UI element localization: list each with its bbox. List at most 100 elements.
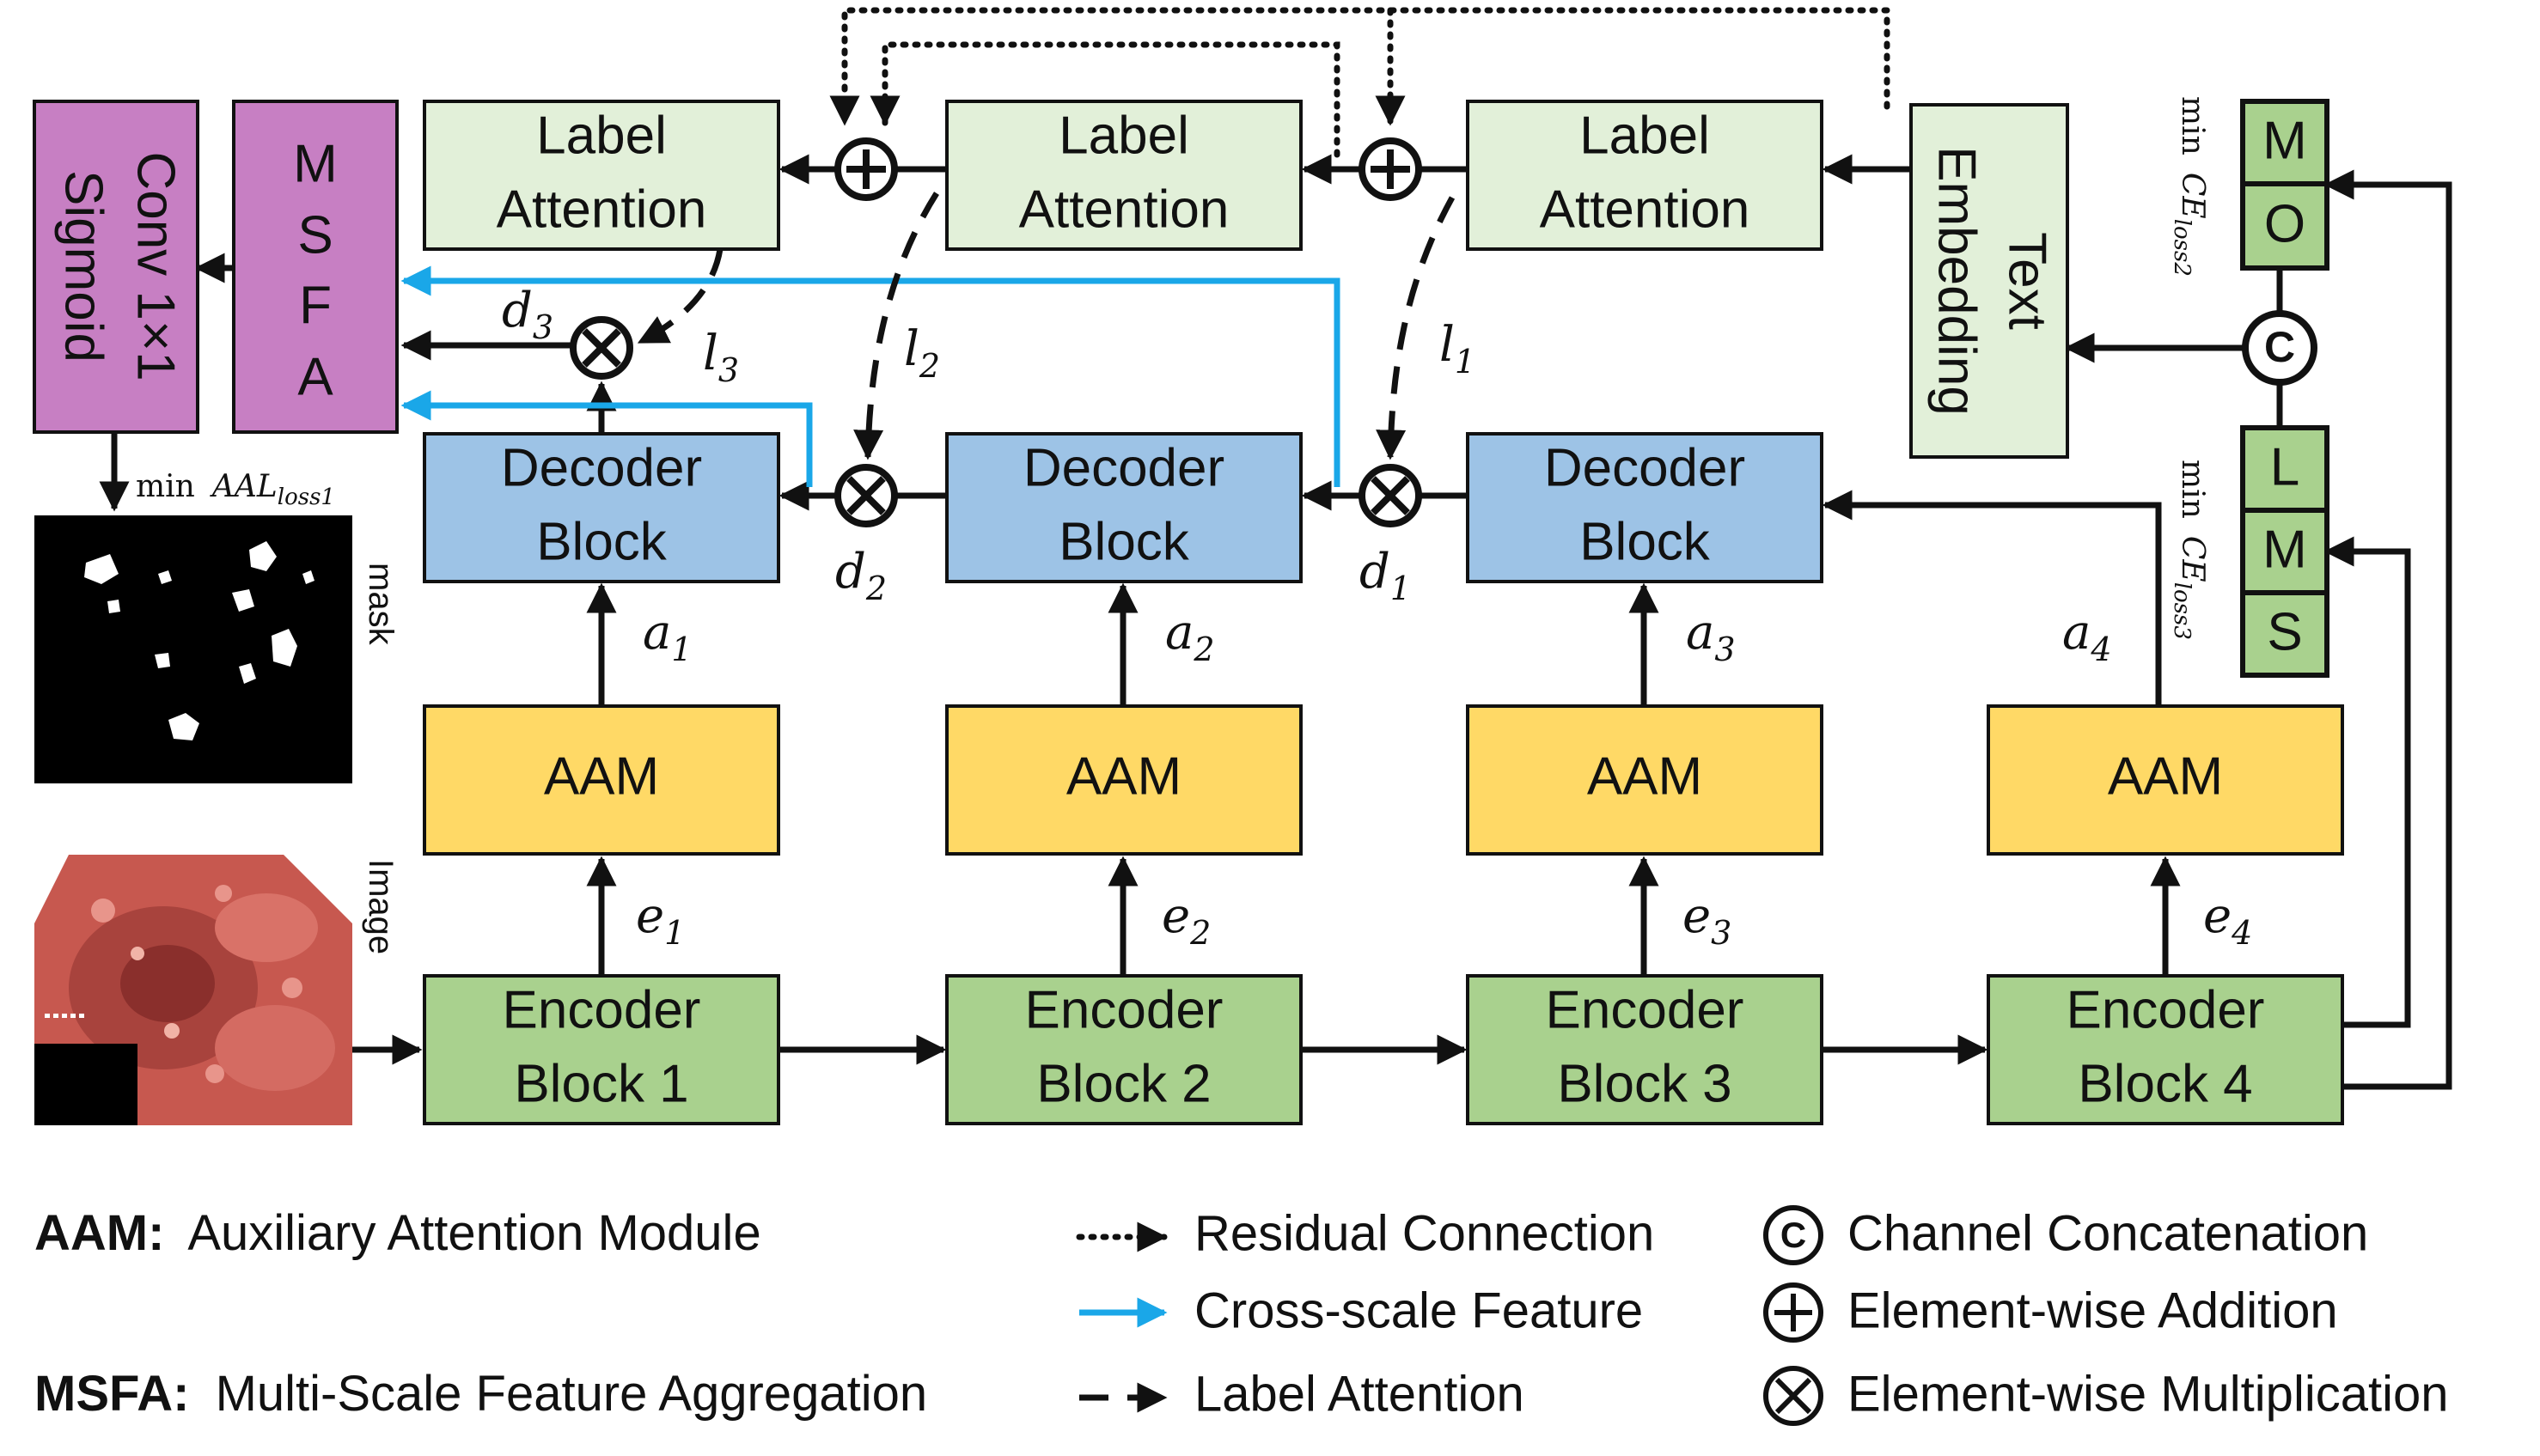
variable-labels: e1 e2 e3 e4 a1 a2 a3 a4 d1 d2 d3 l1 l2 l… (136, 96, 2252, 952)
svg-text:Conv 1×1: Conv 1×1 (126, 151, 186, 381)
legend-concat: Channel Concatenation (1847, 1205, 2368, 1261)
endoscopy-image: Image (34, 855, 400, 1125)
svg-text:L: L (2270, 437, 2299, 497)
legend-msfa-desc: Multi-Scale Feature Aggregation (216, 1366, 928, 1422)
decoder-block-2: Decoder Block (945, 432, 1303, 583)
svg-text:l3: l3 (703, 326, 739, 389)
legend-aam-desc: Auxiliary Attention Module (187, 1205, 760, 1261)
svg-text:M: M (2262, 111, 2307, 170)
label-attention-block-3: Label Attention (1466, 100, 1823, 251)
svg-text:Encoder: Encoder (1025, 980, 1224, 1039)
svg-text:AAM: AAM (1066, 746, 1181, 806)
legend-multiplication-icon (1763, 1366, 1823, 1426)
arrow-enc4-mo (2323, 169, 2452, 1090)
image-label: Image (362, 859, 400, 954)
legend-concatenation-icon: C (1763, 1205, 1823, 1265)
svg-text:M: M (293, 134, 338, 193)
residual-inner (870, 41, 1340, 158)
svg-text:min CEloss3: min CEloss3 (2169, 460, 2211, 640)
mo-stack: M O (2240, 99, 2329, 271)
svg-text:d3: d3 (502, 283, 553, 346)
connectors (99, 154, 2452, 1090)
svg-text:Attention: Attention (1540, 180, 1750, 239)
legend-residual: Residual Connection (1194, 1205, 1654, 1261)
legend-msfa-key: MSFA: (34, 1366, 189, 1422)
svg-text:a2: a2 (1165, 605, 1215, 668)
addition-icon (834, 137, 898, 201)
svg-text:Block 1: Block 1 (514, 1054, 688, 1113)
svg-text:Encoder: Encoder (1546, 980, 1744, 1039)
legend-aam-key: AAM: (34, 1205, 164, 1261)
encoder-block-1: Encoder Block 1 (423, 974, 780, 1125)
operators (570, 137, 2317, 527)
svg-text:S: S (297, 205, 333, 265)
svg-text:min CEloss2: min CEloss2 (2169, 96, 2211, 277)
svg-text:Label: Label (536, 106, 667, 165)
aam-block-3: AAM (1466, 704, 1823, 856)
concatenation-icon (2242, 310, 2317, 386)
aam-block-1: AAM (423, 704, 780, 856)
svg-text:Block 3: Block 3 (1557, 1054, 1731, 1113)
svg-text:F: F (299, 276, 332, 335)
svg-text:S: S (2267, 602, 2302, 661)
svg-text:e1: e1 (636, 888, 685, 952)
svg-text:a1: a1 (643, 605, 693, 668)
svg-text:MSFA: Multi-Scale Featur: MSFA: Multi-Scale Feature Aggregation (34, 1366, 927, 1422)
svg-text:O: O (2264, 194, 2305, 253)
svg-text:M: M (2262, 520, 2307, 579)
svg-text:AAM: AAM (1587, 746, 1702, 806)
multiplication-icon (570, 316, 633, 380)
svg-text:Encoder: Encoder (503, 980, 701, 1039)
svg-text:Block 2: Block 2 (1036, 1054, 1211, 1113)
svg-text:Text: Text (1998, 232, 2057, 330)
svg-text:Decoder: Decoder (1023, 438, 1224, 497)
multiplication-icon (1359, 464, 1422, 527)
svg-text:a4: a4 (2062, 605, 2112, 668)
encoder-block-4: Encoder Block 4 (1987, 974, 2344, 1125)
cross-scale-dec3-msfa (400, 265, 1340, 487)
decoder-block-1: Decoder Block (423, 432, 780, 583)
svg-text:min AALloss1: min AALloss1 (136, 468, 335, 510)
svg-text:d2: d2 (835, 544, 887, 607)
legend-label-attention: Label Attention (1194, 1366, 1524, 1422)
svg-text:Attention: Attention (1019, 180, 1230, 239)
svg-text:AAM: AAM (2108, 746, 2223, 806)
arrow-enc4-lms (2323, 536, 2411, 1028)
lms-stack: L M S (2240, 425, 2329, 678)
svg-text:C: C (1780, 1215, 1806, 1255)
svg-text:Label: Label (1059, 106, 1189, 165)
svg-text:Block 4: Block 4 (2078, 1054, 2252, 1113)
svg-text:e3: e3 (1682, 888, 1731, 952)
svg-text:Embedding: Embedding (1927, 146, 1987, 416)
svg-text:AAM: Auxiliary Attention: AAM: Auxiliary Attention Module (34, 1205, 761, 1261)
svg-text:Block: Block (1579, 512, 1711, 571)
residual-outer (829, 7, 1890, 126)
mask-image: mask (34, 515, 400, 783)
svg-text:l2: l2 (904, 321, 940, 385)
conv-sigmoid-block: Conv 1×1 Sigmoid (33, 100, 199, 434)
label-attn-l3 (637, 248, 724, 345)
svg-text:l1: l1 (1439, 317, 1475, 381)
label-attn-l2 (853, 192, 939, 460)
svg-text:A: A (297, 347, 333, 406)
label-attention-block-1: Label Attention (423, 100, 780, 251)
arrow-a4 (1822, 490, 2162, 706)
svg-text:d1: d1 (1359, 544, 1411, 607)
svg-text:Block: Block (536, 512, 668, 571)
svg-text:a3: a3 (1686, 605, 1736, 668)
label-attention-connectors (637, 192, 1456, 460)
cross-scale-connectors (400, 265, 1340, 487)
svg-text:e2: e2 (1162, 888, 1211, 952)
svg-text:Sigmoid: Sigmoid (54, 170, 113, 362)
aam-block-2: AAM (945, 704, 1303, 856)
svg-text:Decoder: Decoder (1544, 438, 1745, 497)
label-attn-l1 (1376, 196, 1456, 460)
svg-text:Block: Block (1059, 512, 1190, 571)
aam-block-4: AAM (1987, 704, 2344, 856)
legend-multiplication: Element-wise Multiplication (1847, 1366, 2448, 1422)
text-embedding-block: Text Embedding (1909, 103, 2069, 459)
svg-text:AAM: AAM (544, 746, 659, 806)
residual-connectors (829, 7, 1890, 158)
svg-text:Decoder: Decoder (501, 438, 702, 497)
